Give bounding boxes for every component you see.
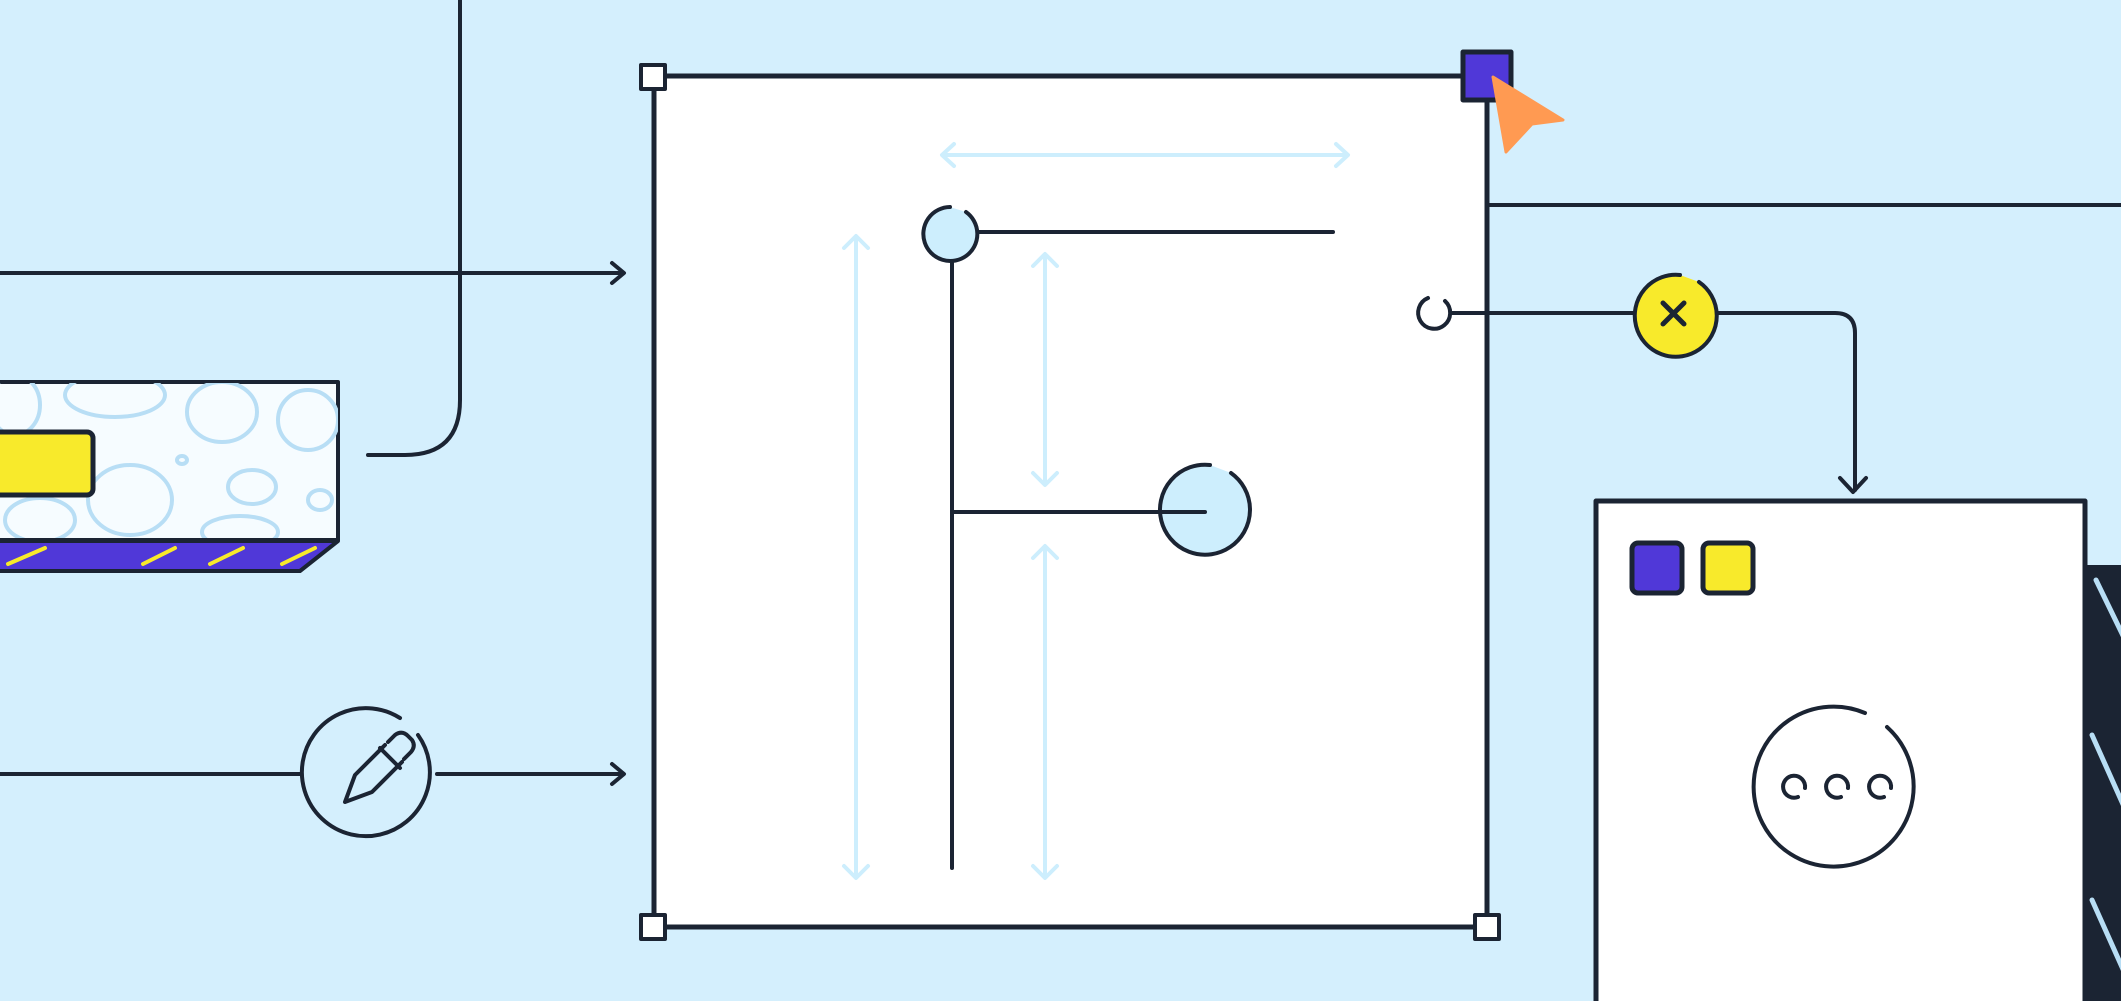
left-connectors	[0, 0, 626, 786]
window-button-purple[interactable]	[1629, 540, 1685, 596]
selection-handles[interactable]	[639, 49, 1514, 941]
main-frame-body	[651, 73, 1490, 930]
right-window-panel[interactable]	[1593, 498, 2088, 1001]
pencil-node[interactable]	[299, 706, 432, 839]
top-connector-line	[366, 0, 462, 457]
close-x-icon	[1660, 300, 1687, 327]
handle-top-left[interactable]	[639, 63, 667, 91]
main-frame[interactable]	[639, 49, 1514, 941]
f-middle-node	[1158, 462, 1252, 557]
window-button-yellow[interactable]	[1700, 540, 1756, 596]
pencil-node-circle	[299, 706, 432, 839]
dark-edge-panel	[2086, 565, 2121, 1001]
handle-bottom-left[interactable]	[639, 913, 667, 941]
more-options-circle	[1751, 704, 1916, 869]
output-port[interactable]	[1416, 296, 1453, 331]
mouse-pointer-icon	[1491, 75, 1565, 154]
close-node[interactable]	[1632, 272, 1719, 359]
output-arrow-head	[1838, 476, 1868, 494]
handle-top-right-active[interactable]	[1460, 49, 1514, 103]
right-connectors	[1446, 203, 2121, 494]
more-dots-icon	[1781, 773, 1894, 800]
more-options-button[interactable]	[1751, 704, 1916, 869]
striped-base-stripes	[6, 546, 317, 566]
lower-arrow-head	[610, 762, 626, 786]
yellow-tag	[0, 429, 96, 498]
f-top-node	[921, 205, 980, 263]
textured-panel	[0, 380, 340, 573]
output-line-right	[1711, 311, 1857, 492]
upper-arrow-head	[610, 261, 626, 285]
dimension-guides	[842, 142, 1350, 880]
striped-base	[0, 539, 340, 573]
handle-bottom-right[interactable]	[1473, 913, 1501, 941]
pencil-icon	[343, 730, 416, 804]
